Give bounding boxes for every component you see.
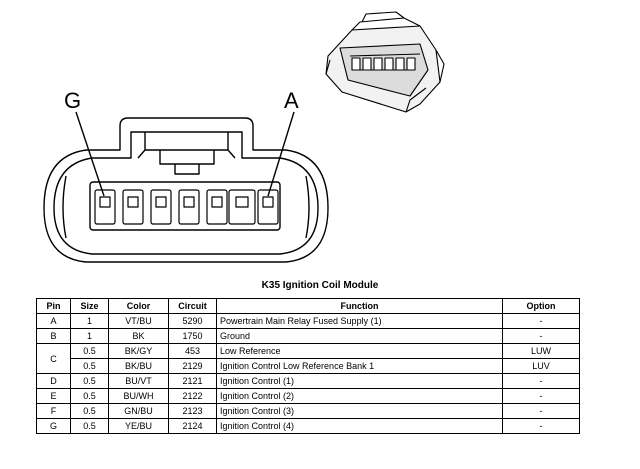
cell-size: 0.5 xyxy=(70,343,109,359)
header-option: Option xyxy=(502,298,580,314)
cell-color: YE/BU xyxy=(108,418,169,434)
pin-label-g: G xyxy=(64,88,81,113)
header-color: Color xyxy=(108,298,169,314)
table-row: A 1 VT/BU 5290 Powertrain Main Relay Fus… xyxy=(36,313,580,329)
cell-size: 0.5 xyxy=(70,388,109,404)
cell-color: GN/BU xyxy=(108,403,169,419)
connector-latch xyxy=(137,132,236,175)
cell-option: LUW xyxy=(502,343,580,359)
cell-size: 0.5 xyxy=(70,373,109,389)
cell-circuit: 1750 xyxy=(168,328,217,344)
cell-function: Ignition Control (3) xyxy=(216,403,503,419)
cell-option: - xyxy=(502,403,580,419)
cell-circuit: 5290 xyxy=(168,313,217,329)
leader-line-a xyxy=(267,111,295,197)
cell-option: - xyxy=(502,313,580,329)
cell-option: - xyxy=(502,373,580,389)
pin-label-a: A xyxy=(284,88,299,113)
cell-pin: A xyxy=(36,313,71,329)
cell-function: Ignition Control (2) xyxy=(216,388,503,404)
table-row: 0.5 BK/BU 2129 Ignition Control Low Refe… xyxy=(37,358,580,374)
cell-size: 1 xyxy=(70,313,109,329)
cell-color: VT/BU xyxy=(108,313,169,329)
cell-circuit: 2123 xyxy=(168,403,217,419)
table-row: B 1 BK 1750 Ground - xyxy=(36,328,580,344)
cell-function: Ground xyxy=(216,328,503,344)
cell-option: LUV xyxy=(502,358,580,374)
cell-size: 1 xyxy=(70,328,109,344)
cell-pin: C xyxy=(36,343,71,374)
connector-title: K35 Ignition Coil Module xyxy=(261,280,379,291)
terminal-cavities xyxy=(94,189,279,225)
cell-circuit: 2122 xyxy=(168,388,217,404)
table-row: F 0.5 GN/BU 2123 Ignition Control (3) - xyxy=(36,403,580,419)
cell-color: BK/GY xyxy=(108,343,169,359)
header-circuit: Circuit xyxy=(168,298,217,314)
cell-pin: F xyxy=(36,403,71,419)
connector-inner-housing xyxy=(53,131,319,255)
cell-size: 0.5 xyxy=(70,358,109,374)
header-pin: Pin xyxy=(36,298,71,314)
connector-diagram: G A xyxy=(43,11,445,263)
cell-pin: D xyxy=(36,373,71,389)
cell-color: BK/BU xyxy=(108,358,169,374)
table-header-row: Pin Size Color Circuit Function Option xyxy=(36,298,580,314)
cell-size: 0.5 xyxy=(70,403,109,419)
cell-function: Ignition Control (1) xyxy=(216,373,503,389)
header-size: Size xyxy=(70,298,109,314)
cell-pin: E xyxy=(36,388,71,404)
cell-circuit: 2121 xyxy=(168,373,217,389)
cell-function: Powertrain Main Relay Fused Supply (1) xyxy=(216,313,503,329)
table-row: E 0.5 BU/WH 2122 Ignition Control (2) - xyxy=(36,388,580,404)
cell-pin: G xyxy=(36,418,71,434)
cell-function: Ignition Control (4) xyxy=(216,418,503,434)
connector-outer-housing xyxy=(43,117,329,263)
cell-color: BU/VT xyxy=(108,373,169,389)
cell-size: 0.5 xyxy=(70,418,109,434)
header-function: Function xyxy=(216,298,503,314)
cell-option: - xyxy=(502,388,580,404)
connector-thumbnail-image xyxy=(325,11,445,113)
leader-line-g xyxy=(75,111,105,197)
cell-circuit: 2124 xyxy=(168,418,217,434)
cell-option: - xyxy=(502,328,580,344)
contact-cavity xyxy=(89,181,281,231)
pinout-table: Pin Size Color Circuit Function Option A… xyxy=(36,298,580,434)
table-row: C 0.5 BK/GY 453 Low Reference LUW xyxy=(36,343,580,374)
cell-circuit: 453 xyxy=(168,343,217,359)
table-row: D 0.5 BU/VT 2121 Ignition Control (1) - xyxy=(36,373,580,389)
cell-pin: B xyxy=(36,328,71,344)
cell-circuit: 2129 xyxy=(168,358,217,374)
cell-color: BU/WH xyxy=(108,388,169,404)
cell-function: Ignition Control Low Reference Bank 1 xyxy=(216,358,503,374)
cell-function: Low Reference xyxy=(216,343,503,359)
cell-color: BK xyxy=(108,328,169,344)
cell-option: - xyxy=(502,418,580,434)
table-row: G 0.5 YE/BU 2124 Ignition Control (4) - xyxy=(36,418,580,434)
